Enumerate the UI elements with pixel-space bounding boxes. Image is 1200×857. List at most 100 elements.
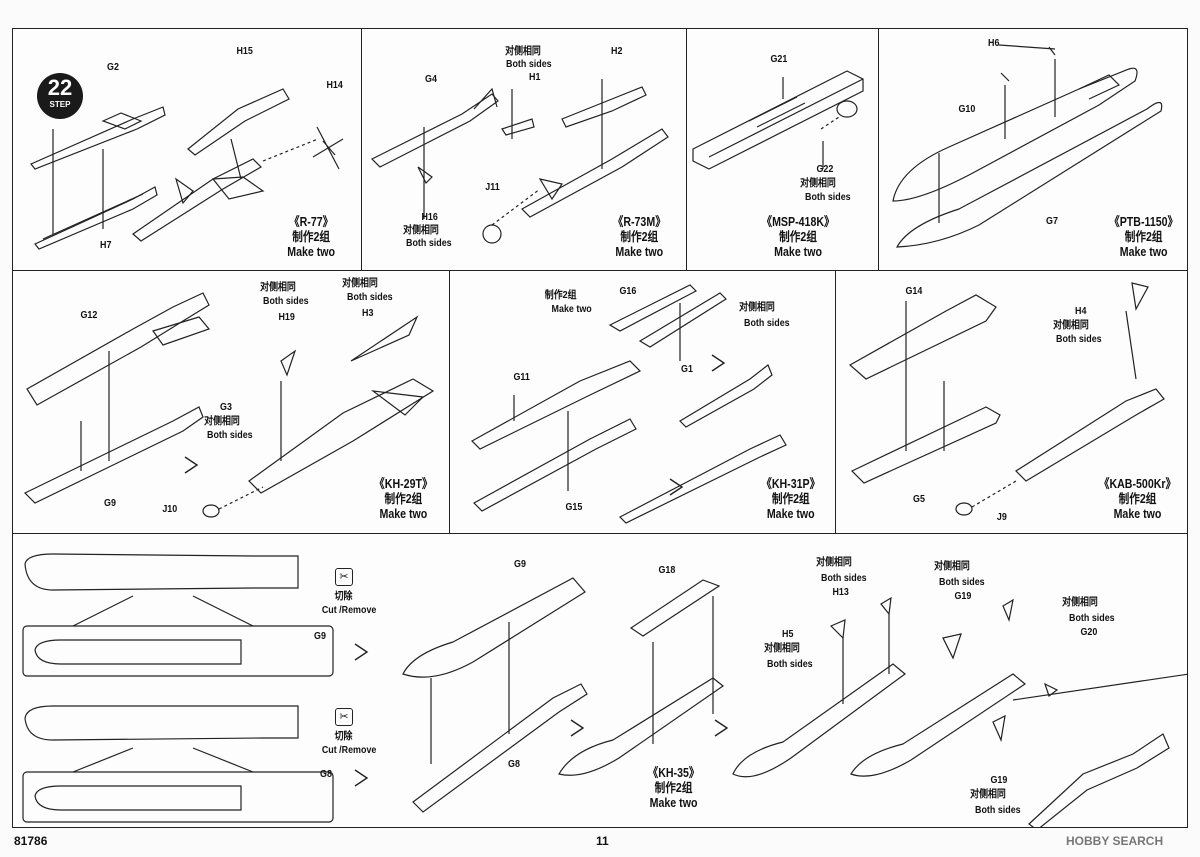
panel-kh29t: G12 对侧相同 Both sides H19 对侧相同 Both sides …	[12, 270, 450, 534]
title-msp-make-cn: 制作2组	[779, 230, 817, 244]
both-sides-en-g20: Both sides	[1069, 612, 1115, 624]
both-sides-en-h4: Both sides	[1056, 333, 1102, 345]
title-kab: 《KAB-500Kr》 制作2组 Make two	[1099, 477, 1176, 522]
step-word: STEP	[49, 100, 71, 109]
title-r77: 《R-77》 制作2组 Make two	[287, 215, 335, 260]
both-sides-cn-h13: 对侧相同	[816, 556, 852, 568]
part-label-h5: H5	[782, 628, 794, 640]
both-sides-en-h5: Both sides	[767, 658, 813, 670]
title-r77-name: 《R-77》	[288, 215, 334, 229]
part-label-h3: H3	[362, 307, 374, 319]
step-number: 22	[47, 75, 73, 100]
panel-r77: 22 STEP G2 H15 H14 H7 《R-77》 制作2组 Make t…	[12, 28, 362, 271]
cut-cn-2: 切除	[334, 730, 353, 742]
cut-icon: ✂	[335, 568, 353, 586]
cut-en-1: Cut /Remove	[321, 604, 377, 616]
title-ptb-make-cn: 制作2组	[1124, 230, 1163, 244]
title-kh29t-make-cn: 制作2组	[384, 492, 423, 506]
title-kh35: 《KH-35》 制作2组 Make two	[648, 766, 700, 811]
kh31p-illustration	[471, 284, 787, 524]
title-kh31p-make-en: Make two	[766, 507, 815, 521]
r73m-illustration	[370, 79, 669, 244]
part-label-g18: G18	[658, 564, 676, 576]
both-sides-en-h3: Both sides	[347, 291, 393, 303]
part-label-g8: G8	[508, 758, 520, 770]
watermark: HOBBY SEARCH	[1066, 834, 1164, 848]
part-label-g1: G1	[681, 363, 693, 375]
part-label-g12: G12	[80, 309, 98, 321]
part-label-h13: H13	[832, 586, 849, 598]
part-label-h6: H6	[988, 37, 1000, 49]
both-sides-cn-g20: 对侧相同	[1062, 596, 1098, 608]
both-sides-en-g19: Both sides	[939, 576, 985, 588]
panel-ptb: H6 G10 G7 《PTB-1150》 制作2组 Make two	[878, 28, 1188, 271]
r77-illustration	[30, 88, 344, 250]
cut-en-2: Cut /Remove	[321, 744, 377, 756]
page-number: 11	[596, 834, 609, 848]
title-r73m-make-en: Make two	[615, 245, 664, 259]
title-kh29t: 《KH-29T》 制作2组 Make two	[374, 477, 432, 522]
product-code: 81786	[14, 834, 48, 848]
part-label-g4: G4	[425, 73, 437, 85]
part-label-g21: G21	[770, 53, 788, 65]
title-kh35-make-en: Make two	[649, 796, 698, 810]
part-label-g2: G2	[107, 61, 119, 73]
both-sides-cn-h1: 对侧相同	[505, 45, 541, 57]
kh29t-illustration	[23, 292, 435, 518]
part-label-h15: H15	[236, 45, 253, 57]
part-label-g8-cut: G8	[320, 768, 332, 780]
title-kab-make-cn: 制作2组	[1118, 492, 1157, 506]
title-kh31p: 《KH-31P》 制作2组 Make two	[761, 477, 820, 522]
part-label-h19: H19	[278, 311, 295, 323]
panel-r73m: G4 对侧相同 Both sides H1 H2 J11 H16 对侧相同 Bo…	[361, 28, 687, 271]
title-kh29t-name: 《KH-29T》	[374, 477, 433, 491]
part-label-j11: J11	[485, 181, 500, 193]
both-sides-en-h13: Both sides	[821, 572, 867, 584]
title-kh31p-name: 《KH-31P》	[761, 477, 821, 491]
panel-msp: G21 G22 对侧相同 Both sides 《MSP-418K》 制作2组 …	[686, 28, 879, 271]
title-msp: 《MSP-418K》 制作2组 Make two	[761, 215, 834, 260]
part-label-h1: H1	[529, 71, 541, 83]
kab-illustration	[848, 282, 1165, 516]
kh35-illustration	[22, 553, 1187, 827]
part-label-g10: G10	[958, 103, 976, 115]
make-two-cn-g16: 制作2组	[544, 289, 577, 301]
step-badge: 22 STEP	[37, 73, 83, 119]
both-sides-cn-h19: 对侧相同	[260, 281, 296, 293]
both-sides-cn-g19b: 对侧相同	[970, 788, 1006, 800]
part-label-j10: J10	[162, 503, 178, 515]
both-sides-cn-g3: 对侧相同	[204, 415, 240, 427]
panel-kh31p: 制作2组 Make two G16 对侧相同 Both sides G1 G11…	[449, 270, 836, 534]
panel-kab: G14 H4 对侧相同 Both sides G5 J9 《KAB-500Kr》…	[835, 270, 1188, 534]
part-label-g3: G3	[220, 401, 232, 413]
part-label-g19: G19	[954, 590, 972, 602]
both-sides-cn-h4: 对侧相同	[1053, 319, 1089, 331]
title-ptb-make-en: Make two	[1119, 245, 1168, 259]
part-label-h7: H7	[100, 239, 112, 251]
title-r73m-name: 《R-73M》	[612, 215, 666, 229]
both-sides-en-h1: Both sides	[506, 58, 552, 70]
title-kab-name: 《KAB-500Kr》	[1098, 477, 1177, 491]
title-kh35-name: 《KH-35》	[647, 766, 700, 780]
both-sides-cn-h3: 对侧相同	[342, 277, 378, 289]
part-label-g16: G16	[619, 285, 637, 297]
title-kh35-make-cn: 制作2组	[654, 781, 693, 795]
title-kh29t-make-en: Make two	[379, 507, 428, 521]
ptb-illustration	[892, 44, 1163, 248]
part-label-j9: J9	[996, 511, 1007, 523]
title-kab-make-en: Make two	[1113, 507, 1162, 521]
both-sides-en-g22: Both sides	[805, 191, 851, 203]
part-label-g11: G11	[513, 371, 530, 383]
part-label-g20: G20	[1080, 626, 1098, 638]
title-msp-make-en: Make two	[774, 245, 822, 259]
both-sides-en-kh31p: Both sides	[744, 317, 790, 329]
part-label-g9: G9	[104, 497, 116, 509]
both-sides-cn-kh31p: 对侧相同	[739, 301, 775, 313]
make-two-en-g16: Make two	[551, 303, 592, 315]
part-label-g7: G7	[1046, 215, 1058, 227]
part-label-g19b: G19	[990, 774, 1008, 786]
both-sides-en-h16: Both sides	[406, 237, 452, 249]
part-label-h2: H2	[611, 45, 623, 57]
msp-illustration	[692, 70, 864, 170]
part-label-g9: G9	[514, 558, 526, 570]
